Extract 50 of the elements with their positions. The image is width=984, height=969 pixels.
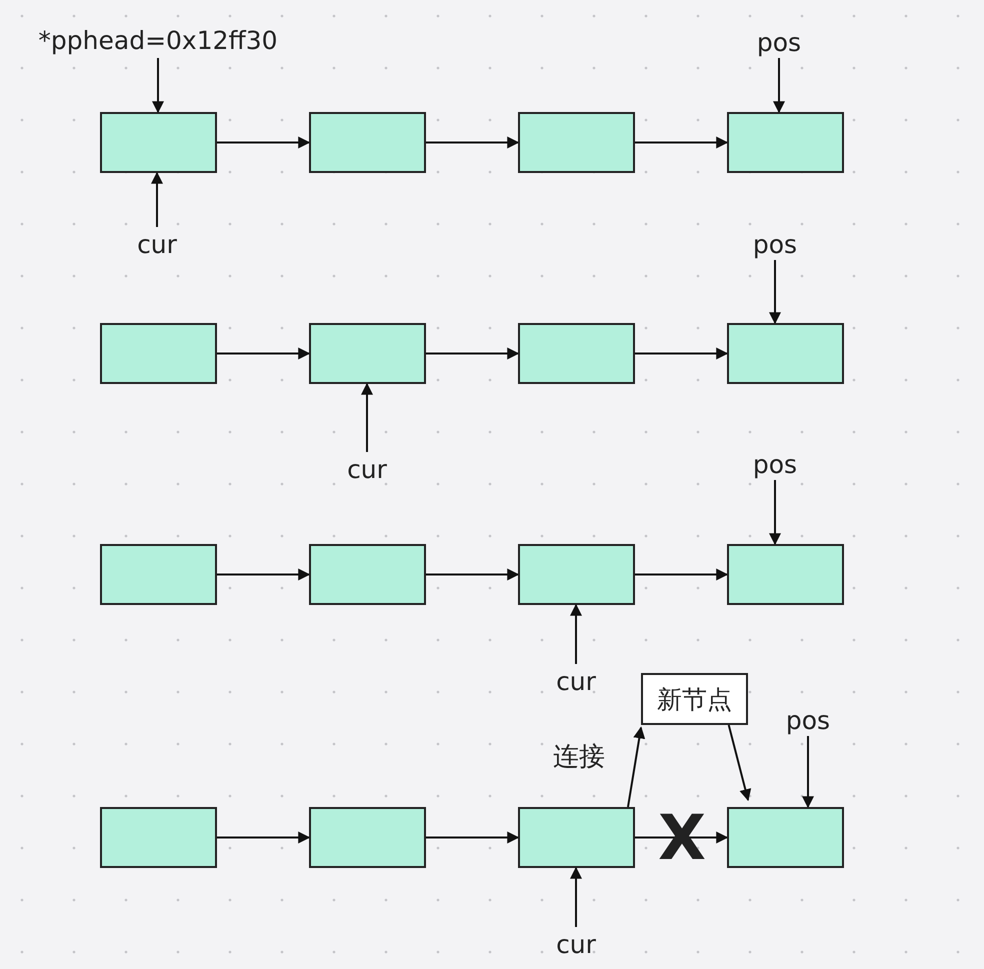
pointer-label: cur bbox=[337, 452, 397, 486]
arrow bbox=[570, 866, 582, 927]
pointer-label: pos bbox=[749, 26, 809, 58]
list-node-box bbox=[518, 112, 635, 173]
list-node-box bbox=[309, 323, 426, 384]
list-node-box bbox=[100, 323, 217, 384]
pointer-label: pos bbox=[745, 448, 805, 480]
arrow bbox=[217, 832, 310, 844]
arrow bbox=[152, 58, 164, 114]
arrow bbox=[151, 172, 163, 227]
list-node-box bbox=[727, 112, 844, 173]
list-node-box bbox=[309, 544, 426, 605]
edge-label: 连接 bbox=[553, 744, 605, 770]
list-node-box bbox=[727, 544, 844, 605]
list-node-box bbox=[309, 807, 426, 868]
list-node-box bbox=[309, 112, 426, 173]
arrow bbox=[769, 480, 781, 546]
arrow bbox=[426, 832, 520, 844]
arrow bbox=[570, 604, 582, 664]
arrow bbox=[635, 568, 728, 580]
pointer-label: cur bbox=[546, 927, 606, 961]
arrow bbox=[426, 568, 520, 580]
list-node-box bbox=[100, 112, 217, 173]
arrow bbox=[773, 58, 785, 114]
arrow bbox=[769, 260, 781, 324]
arrow bbox=[802, 736, 814, 808]
pointer-label: cur bbox=[546, 664, 606, 698]
arrow bbox=[426, 136, 520, 148]
arrow bbox=[217, 348, 310, 360]
arrow bbox=[728, 724, 752, 802]
node-text: 新节点 bbox=[657, 686, 732, 712]
list-node-box bbox=[100, 807, 217, 868]
list-node-box bbox=[518, 323, 635, 384]
pointer-label: pos bbox=[778, 704, 838, 736]
pointer-label: *pphead=0x12ff30 bbox=[22, 22, 294, 58]
list-node-box bbox=[727, 807, 844, 868]
arrow bbox=[635, 348, 728, 360]
list-node-box bbox=[100, 544, 217, 605]
list-node-box bbox=[518, 544, 635, 605]
new-node-box bbox=[641, 673, 748, 725]
list-node-box bbox=[518, 807, 635, 868]
pointer-label: pos bbox=[745, 228, 805, 260]
list-node-box bbox=[727, 323, 844, 384]
arrow bbox=[217, 136, 310, 148]
arrow bbox=[627, 726, 646, 808]
pointer-label: cur bbox=[127, 227, 187, 261]
arrow bbox=[635, 136, 728, 148]
arrow bbox=[217, 568, 310, 580]
arrow bbox=[426, 348, 520, 360]
arrow bbox=[361, 382, 373, 452]
